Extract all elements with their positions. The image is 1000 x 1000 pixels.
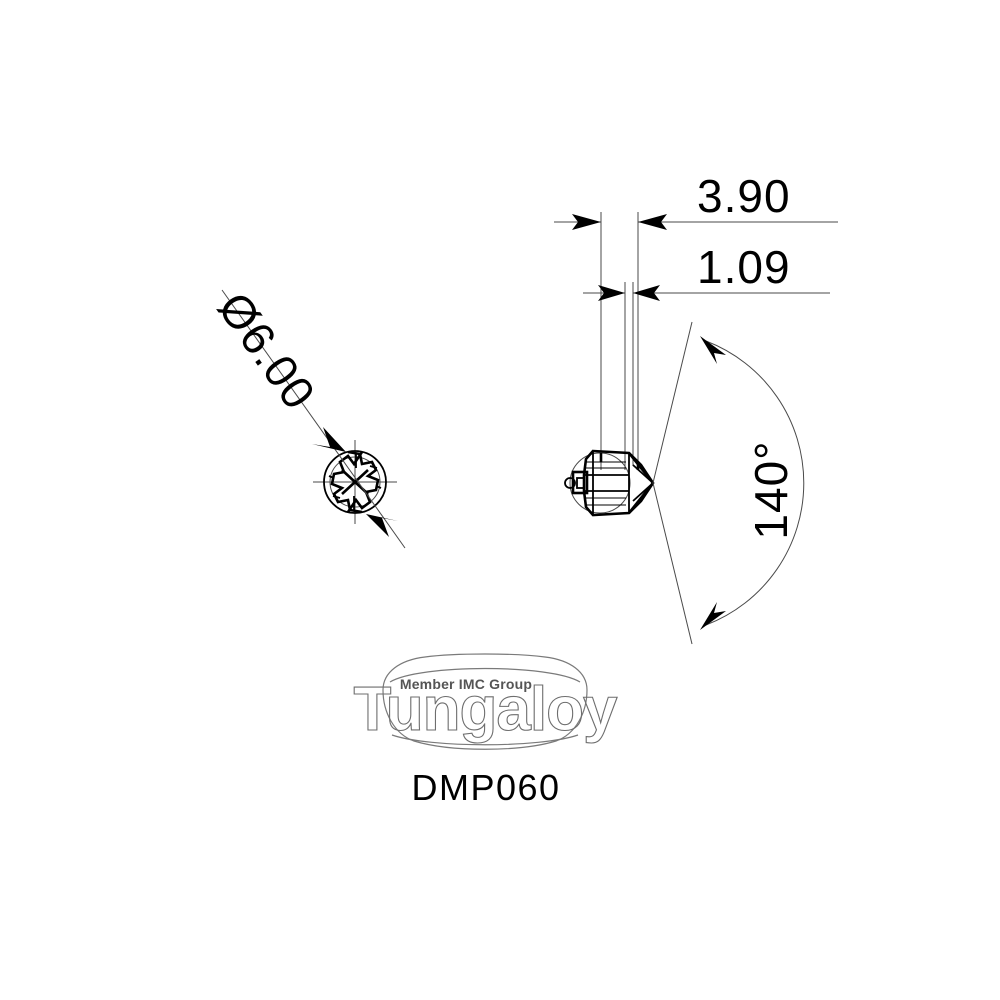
dimension-1-09-text: 1.09	[697, 241, 791, 293]
front-view-flute-geometry	[328, 451, 382, 513]
diameter-arrow-upper	[312, 427, 346, 452]
dim-arrow-3-90-right	[638, 214, 667, 230]
angle-arrow-upper	[700, 336, 726, 364]
dimension-3-90-text: 3.90	[697, 170, 791, 222]
logo-badge-inner-arc	[389, 667, 581, 683]
angle-leg-lower	[652, 482, 693, 645]
side-view-body	[564, 449, 655, 517]
dimension-1-09: 1.09	[583, 241, 830, 301]
front-view-outer-circle	[323, 450, 387, 514]
angle-dimension-140: 140°	[652, 321, 805, 645]
side-view-clamp-detail	[571, 470, 589, 495]
tungaloy-logo: Tungaloy Member IMC Group	[353, 653, 620, 750]
front-view-group: Ø6.00	[208, 283, 406, 549]
logo-tagline: Member IMC Group	[400, 676, 532, 692]
dimension-3-90: 3.90	[554, 170, 838, 230]
diameter-dimension-text: Ø6.00	[208, 283, 326, 419]
dim-arrow-1-09-right	[633, 285, 660, 301]
logo-badge-lower-arc	[391, 734, 579, 746]
angle-arrow-lower	[700, 602, 726, 630]
angle-dimension-text: 140°	[745, 440, 797, 539]
side-view-group: 3.90 1.09	[554, 170, 838, 645]
front-view-inner-circle	[329, 456, 381, 508]
diameter-leader-line	[221, 289, 406, 549]
logo-badge-outline	[382, 653, 588, 750]
part-number-caption: DMP060	[411, 767, 560, 808]
angle-leg-upper	[652, 321, 693, 484]
angle-arc	[705, 340, 805, 626]
logo-wordmark: Tungaloy	[354, 675, 618, 744]
dim-arrow-3-90-left	[572, 214, 601, 230]
diameter-arrow-lower	[366, 514, 398, 537]
dim-arrow-1-09-left	[598, 285, 625, 301]
